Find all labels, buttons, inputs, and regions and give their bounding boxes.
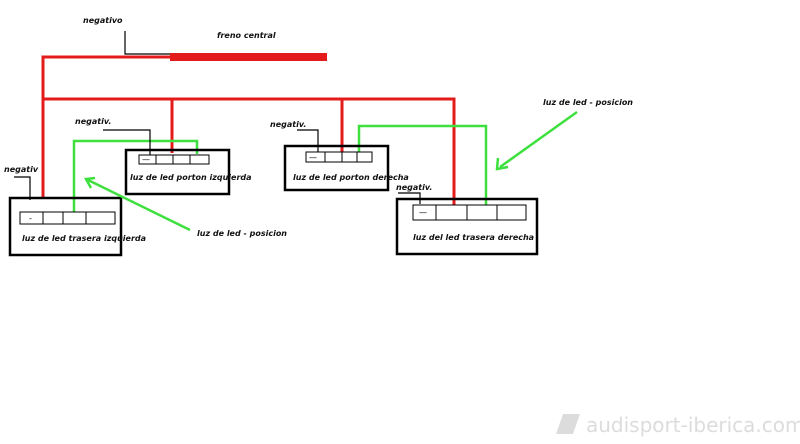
lamp-housing	[395, 197, 539, 256]
lamp-label: luz de led trasera izquierda	[22, 234, 146, 243]
freno-central-label: freno central	[217, 31, 276, 40]
green-wire-izquierda	[72, 139, 199, 212]
arrow-head-right	[495, 157, 509, 171]
negativ-label-trasera-izquierda: negativ	[4, 165, 39, 174]
connector-pin-negative: -	[29, 214, 32, 223]
posicion-label-left: luz de led - posicion	[197, 229, 287, 238]
position-wire-network	[72, 124, 488, 212]
posicion-arrows	[83, 110, 578, 232]
arrow-posicion-left	[87, 178, 191, 232]
negativo-label: negativo	[83, 16, 123, 25]
watermark: audisport-iberica.com	[556, 413, 800, 437]
lamp-label: luz del led trasera derecha	[413, 233, 534, 242]
lamp-housing	[283, 144, 390, 192]
lamp-label: luz de led porton izquierda	[130, 173, 252, 182]
posicion-label-right: luz de led - posicion	[543, 98, 633, 107]
negativo-lead-porton-izquierda	[103, 129, 151, 155]
lamp-porton-izquierda: — luz de led porton izquierda	[124, 148, 252, 196]
positive-wire-network	[41, 55, 456, 205]
negativo-lead-freno	[124, 31, 170, 55]
brake-light-bar	[170, 53, 327, 61]
red-wire-main-trunk	[41, 55, 172, 198]
lamp-connector	[138, 154, 210, 165]
negative-wire-network	[14, 31, 421, 204]
lamp-label: luz de led porton derecha	[293, 173, 409, 182]
lamp-trasera-derecha: — luz del led trasera derecha	[395, 197, 539, 256]
lamp-connector	[19, 211, 116, 225]
green-wire-derecha	[357, 124, 488, 205]
connector-pin-negative: —	[309, 153, 317, 162]
arrow-posicion-right	[499, 110, 578, 169]
negativ-label-trasera-derecha: negativ.	[396, 183, 432, 192]
lamp-housing	[124, 148, 231, 196]
negativ-label-porton-izquierda: negativ.	[75, 117, 111, 126]
lamp-connector	[305, 151, 373, 163]
watermark-text: audisport-iberica.com	[586, 413, 800, 437]
negativo-lead-trasera-izquierda	[14, 176, 31, 200]
negativo-lead-porton-derecha	[297, 129, 319, 152]
arrow-head-left	[83, 176, 96, 189]
red-wire-branch-bus	[43, 97, 456, 205]
watermark-logo-icon	[556, 414, 580, 434]
connector-pin-negative: —	[419, 208, 427, 217]
lamp-housing	[8, 196, 123, 257]
lamp-connector	[412, 204, 527, 221]
negativ-label-porton-derecha: negativ.	[270, 120, 306, 129]
connector-pin-negative: —	[142, 155, 150, 164]
negativo-lead-trasera-derecha	[398, 192, 421, 204]
lamp-porton-derecha: — luz de led porton derecha	[283, 144, 409, 192]
lamp-trasera-izquierda: - luz de led trasera izquierda	[8, 196, 146, 257]
